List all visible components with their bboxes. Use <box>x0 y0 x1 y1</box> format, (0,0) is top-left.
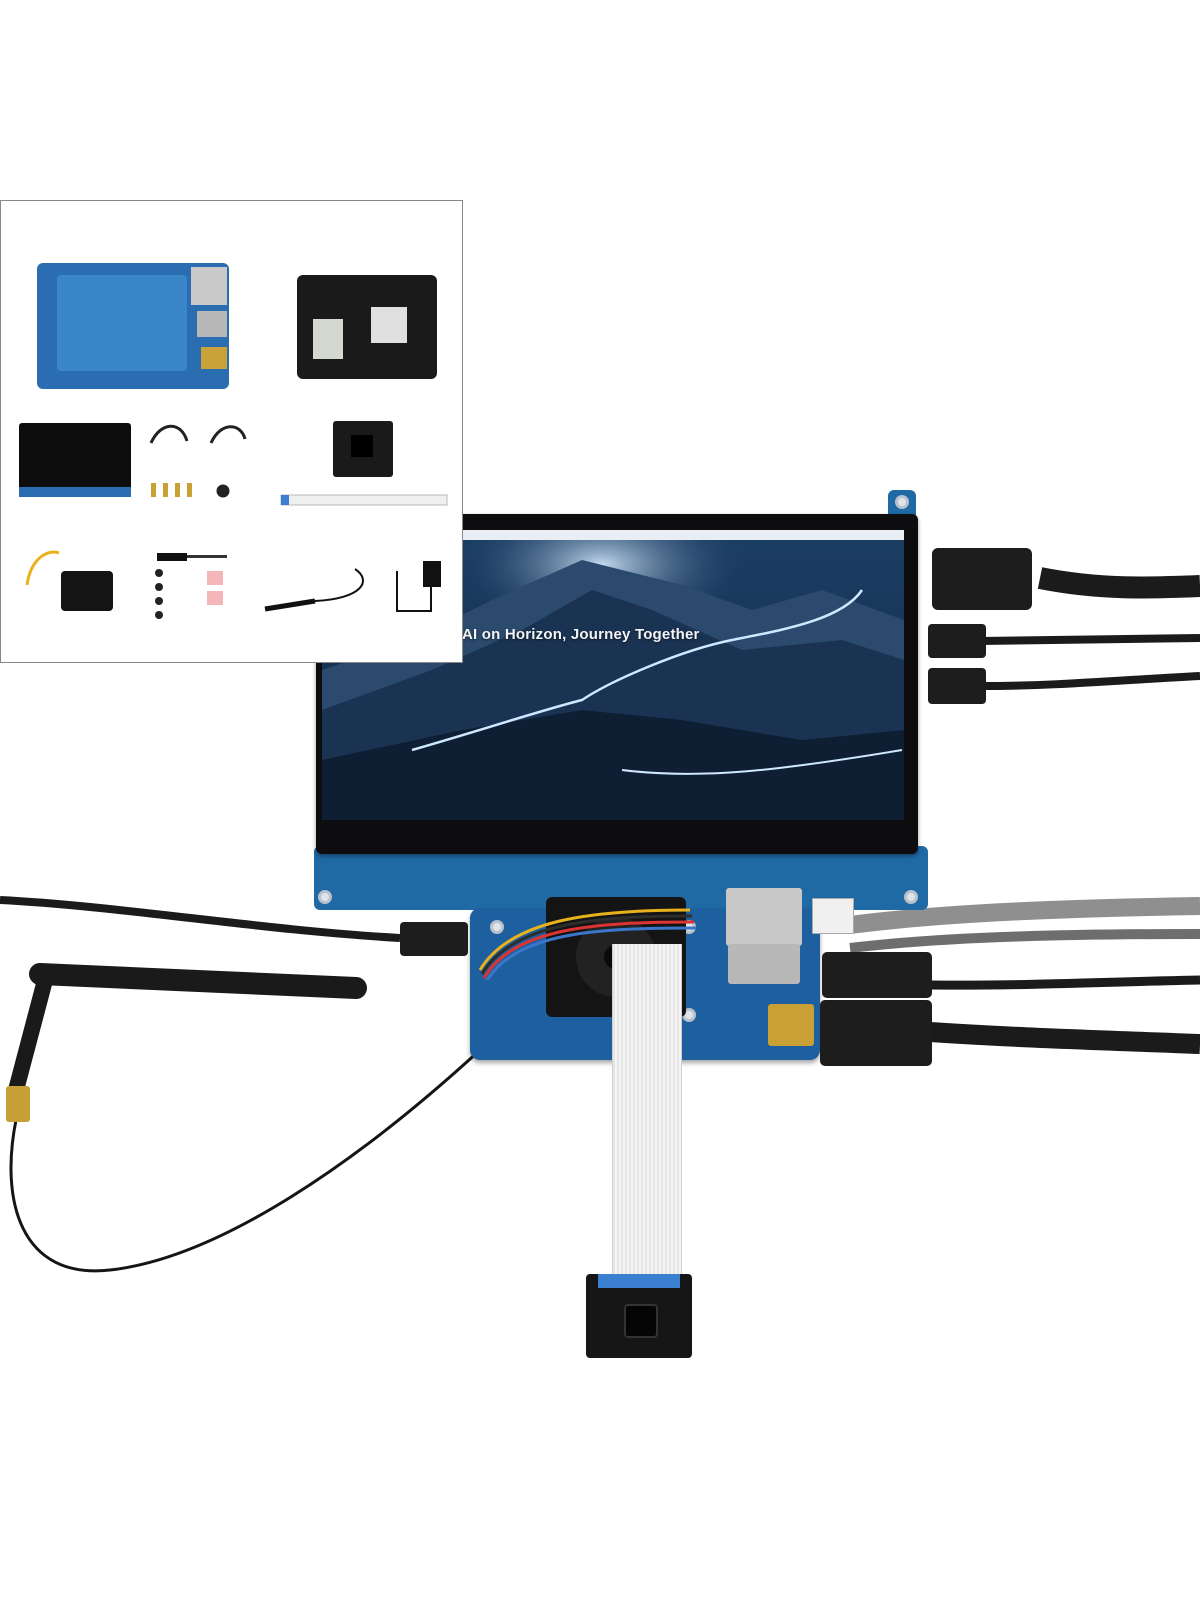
usb-ports <box>728 944 800 984</box>
display-hdmi-cable <box>1037 567 1200 599</box>
ethernet-cable-2 <box>849 929 1200 953</box>
usb-c-plug <box>400 922 468 956</box>
rj45-plug <box>812 898 854 934</box>
camera-connector <box>598 1274 680 1288</box>
hdmi-port <box>768 1004 814 1046</box>
inset-compute-module <box>297 275 437 379</box>
usb-connector-display-2 <box>928 668 986 704</box>
hdmi-plug-2 <box>820 1000 932 1066</box>
camera-lens <box>624 1304 658 1338</box>
hdmi-board-cable-1 <box>929 975 1200 990</box>
ethernet-port <box>726 888 802 946</box>
mount-hole <box>318 890 332 904</box>
hdmi-plug-1 <box>822 952 932 998</box>
inset-cooling-fan <box>25 550 113 611</box>
inset-ffc-cable <box>280 494 448 506</box>
mount-hole <box>904 890 918 904</box>
usb-connector-display-1 <box>928 624 986 658</box>
mount-hole <box>490 920 504 934</box>
ethernet-cable <box>848 897 1200 934</box>
antenna-pigtail-cable <box>9 1048 482 1273</box>
inset-standoffs <box>151 483 192 497</box>
inset-cables <box>149 424 247 498</box>
display-usb-cable-2 <box>979 672 1200 690</box>
inset-lcd-display <box>19 423 131 497</box>
camera-module <box>586 1274 692 1358</box>
inset-carrier-board <box>37 263 229 389</box>
screen-caption: AI on Horizon, Journey Together <box>462 626 700 643</box>
hdmi-board-cable-2 <box>929 1022 1200 1054</box>
inset-power-adapter <box>396 561 441 612</box>
usb-c-power-cable <box>0 896 401 942</box>
hdmi-connector-display <box>932 548 1032 610</box>
antenna <box>6 963 367 1122</box>
inset-camera-module <box>333 421 393 477</box>
fan-wires <box>478 908 697 980</box>
kit-contents-inset <box>0 200 463 663</box>
camera-ribbon-cable <box>612 944 682 1282</box>
inset-thermal-pads <box>207 571 223 605</box>
inset-nuts <box>155 569 163 619</box>
inset-antenna <box>264 568 364 612</box>
inset-screwdriver <box>157 553 227 561</box>
display-usb-cable-1 <box>979 634 1200 645</box>
mount-hole <box>895 495 909 509</box>
